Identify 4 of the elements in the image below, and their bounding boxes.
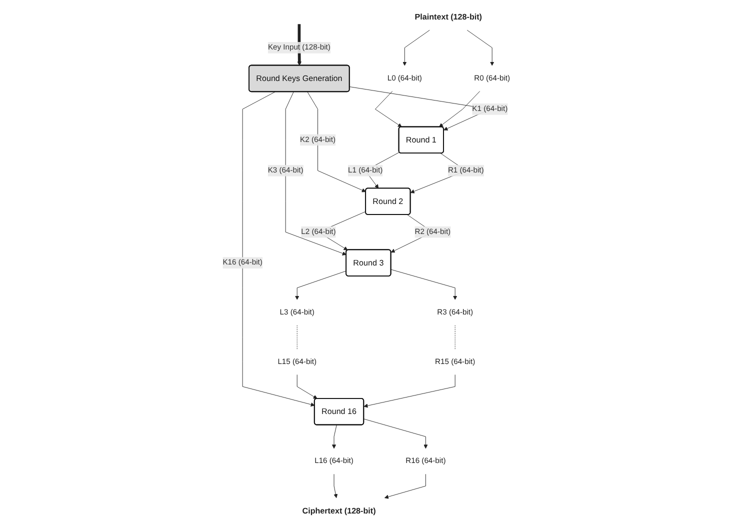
node-text: Ciphertext (128-bit) bbox=[302, 506, 376, 516]
connector bbox=[454, 325, 456, 350]
connector bbox=[296, 325, 298, 350]
node-text: Plaintext (128-bit) bbox=[414, 12, 482, 22]
